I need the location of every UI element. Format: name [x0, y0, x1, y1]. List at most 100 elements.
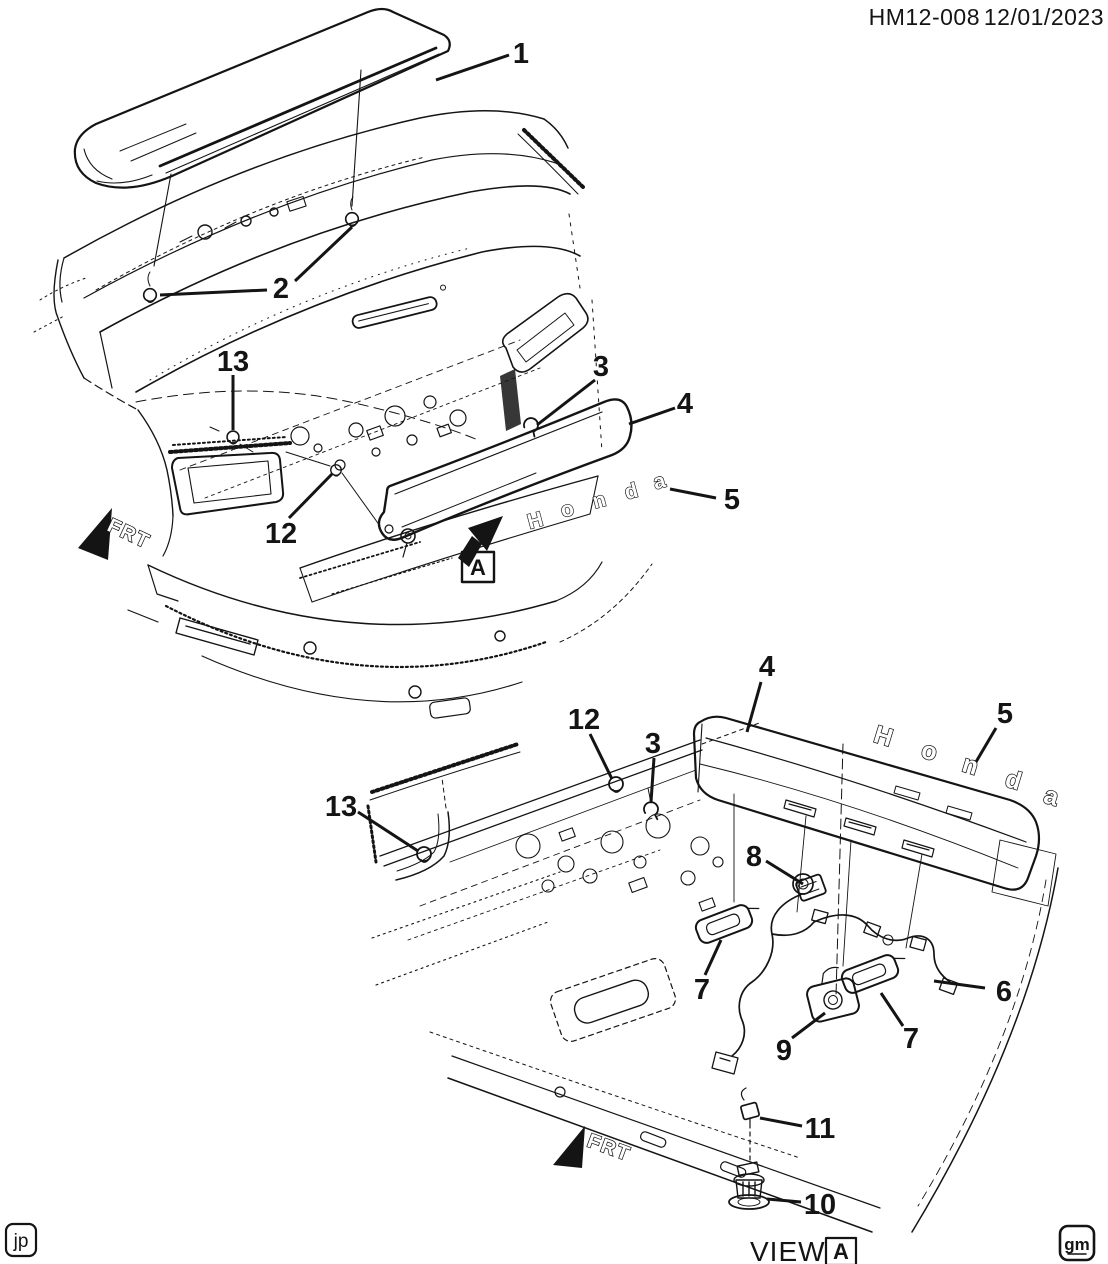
- line: [449, 769, 697, 863]
- line: [135, 390, 479, 441]
- line: [164, 604, 548, 669]
- rear-window: [99, 185, 581, 393]
- line: [162, 515, 174, 557]
- callout-4b: 4: [759, 651, 775, 683]
- line: [692, 715, 1041, 891]
- grommet-icon: [142, 287, 158, 304]
- liftgate-garnish: [377, 398, 633, 541]
- line: [285, 451, 381, 527]
- line: [447, 1077, 873, 1233]
- leader-line: [435, 53, 510, 82]
- callout-7-right: 7: [903, 1023, 919, 1055]
- hole: [423, 395, 437, 409]
- park-sensor: [408, 685, 422, 699]
- view-direction-arrow: [458, 516, 503, 584]
- doc-date: 12/01/2023: [984, 4, 1104, 30]
- frt-direction-arrow: [553, 1126, 585, 1168]
- leader-line: [628, 406, 676, 426]
- hole: [680, 870, 696, 886]
- leader-line: [971, 727, 998, 768]
- connector: [909, 935, 927, 952]
- harness-grommet: [882, 934, 894, 946]
- leader-line: [766, 1197, 802, 1204]
- callout-7-left: 7: [694, 974, 710, 1006]
- line: [350, 196, 354, 211]
- line: [419, 799, 701, 907]
- frt-direction-arrow: [78, 508, 112, 560]
- garnish-fasteners-inner: [416, 776, 661, 863]
- frt-label-top: FRT: [104, 515, 154, 554]
- wiring-harness: [711, 873, 959, 1075]
- leader-line: [357, 810, 419, 853]
- bracket: [698, 897, 716, 912]
- callout-13b: 13: [325, 791, 357, 823]
- leader-line: [765, 859, 804, 886]
- line: [516, 312, 575, 363]
- bumper: [127, 475, 653, 719]
- line: [701, 721, 763, 745]
- callout-5b: 5: [997, 698, 1013, 730]
- line: [835, 743, 844, 997]
- trim-clip: [740, 1087, 760, 1163]
- line: [147, 564, 557, 626]
- hole: [449, 409, 467, 427]
- line: [209, 426, 254, 453]
- callout-8: 8: [746, 841, 762, 873]
- lamp-body: [694, 904, 754, 944]
- leader-line: [791, 1011, 826, 1040]
- reflector: [175, 617, 259, 656]
- tow-cover: [429, 697, 471, 719]
- publisher-stamp: jp: [13, 1231, 29, 1252]
- hole: [557, 855, 575, 873]
- nozzle: [440, 284, 447, 291]
- leader-line: [536, 378, 596, 427]
- line: [127, 564, 179, 623]
- emblem-letter-n: n: [590, 488, 608, 514]
- line: [893, 957, 906, 960]
- line: [407, 849, 661, 941]
- emblem-letter-h: H: [525, 508, 546, 534]
- connector: [863, 921, 882, 938]
- line: [800, 881, 820, 895]
- spoiler: [73, 7, 451, 267]
- liftgate-release-switch: [728, 1161, 770, 1210]
- line: [501, 292, 589, 373]
- callout-13: 13: [217, 346, 249, 378]
- callout-12b: 12: [568, 704, 600, 736]
- line: [371, 871, 561, 986]
- hole: [582, 868, 598, 884]
- line: [165, 53, 440, 174]
- connector: [711, 1051, 739, 1075]
- emblem-letter-o: o: [918, 736, 941, 767]
- line: [96, 174, 153, 184]
- line: [158, 46, 438, 168]
- latch: [400, 528, 416, 544]
- line: [147, 271, 151, 287]
- line: [396, 813, 440, 872]
- line: [299, 475, 599, 569]
- line: [95, 156, 426, 291]
- hole: [384, 405, 406, 427]
- line: [99, 185, 571, 333]
- quarter-glass-right: [500, 213, 603, 453]
- brand-stamp: gm: [1064, 1235, 1090, 1254]
- callout-6: 6: [996, 976, 1012, 1008]
- leader-line: [287, 472, 334, 520]
- harness-grommet: [792, 873, 814, 895]
- line: [699, 763, 1019, 869]
- roof-band: [59, 110, 586, 303]
- callout-leader-lines: [159, 53, 998, 1204]
- bracket: [558, 827, 576, 842]
- line: [366, 804, 378, 864]
- line: [135, 245, 581, 393]
- leader-line: [759, 1116, 803, 1128]
- line: [358, 303, 429, 322]
- line: [559, 563, 653, 643]
- line: [697, 723, 703, 793]
- liftgate-garnish-inner: [692, 715, 1041, 891]
- line: [522, 128, 586, 190]
- line: [331, 557, 453, 595]
- line: [549, 957, 677, 1043]
